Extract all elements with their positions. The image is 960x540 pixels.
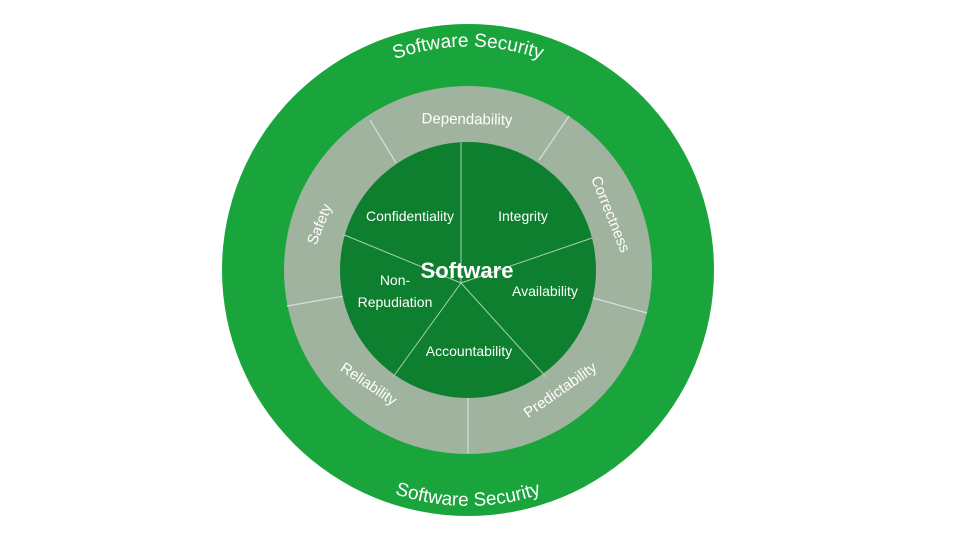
sector-label-non: Non- — [380, 272, 411, 288]
middle-ring-dividers — [286, 115, 648, 453]
inner-circle — [340, 142, 596, 398]
sector-label-availability: Availability — [512, 283, 578, 299]
sector-label-repudiation: Repudiation — [358, 294, 433, 310]
inner-sector-lines — [341, 142, 593, 379]
sector-label-accountability: Accountability — [426, 343, 512, 359]
segment-label-dependability: Dependability — [421, 110, 513, 129]
sector-label-integrity: Integrity — [498, 208, 548, 224]
center-title: Software — [421, 258, 514, 283]
sector-label-confidentiality: Confidentiality — [366, 208, 454, 224]
